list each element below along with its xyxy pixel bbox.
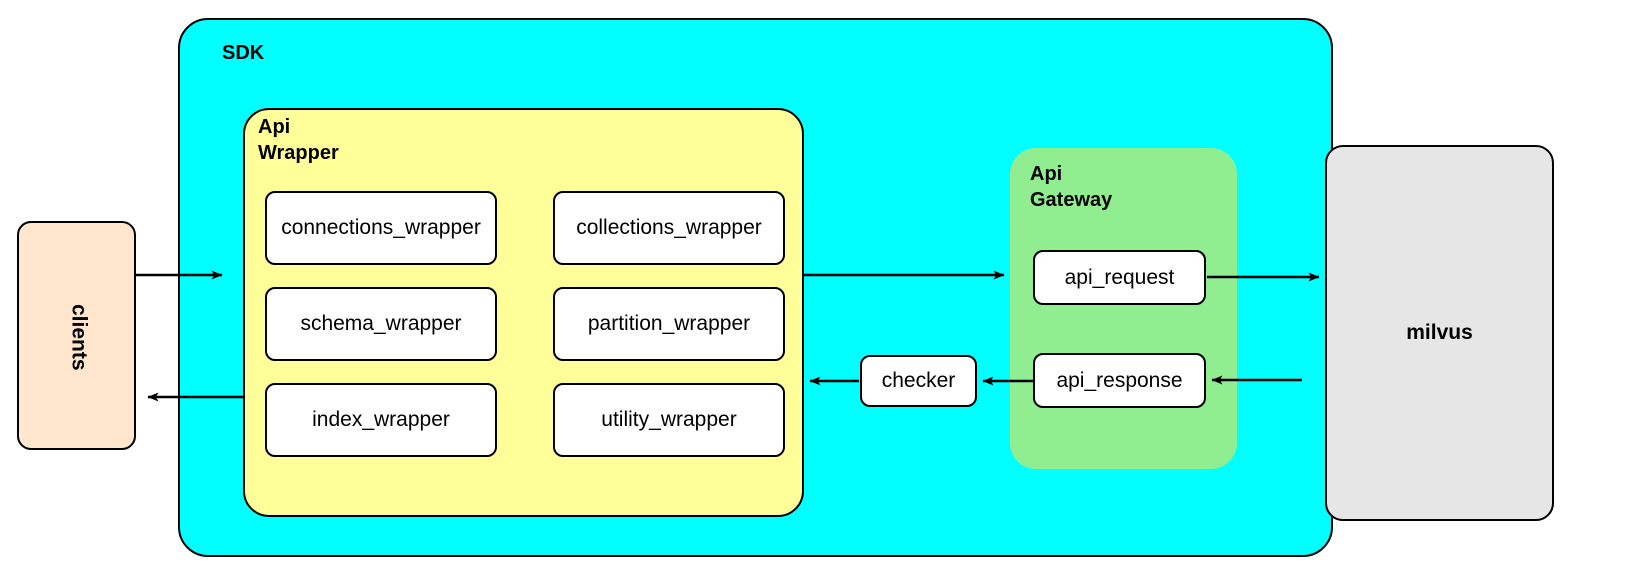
api-gateway-label: Api Gateway bbox=[1030, 163, 1113, 211]
connections-wrapper-node[interactable]: connections_wrapper bbox=[265, 191, 497, 265]
sdk-label: SDK bbox=[222, 42, 265, 64]
schema-wrapper-node[interactable]: schema_wrapper bbox=[265, 287, 497, 361]
clients-node[interactable]: clients bbox=[17, 221, 136, 450]
api-gateway-container[interactable] bbox=[1010, 148, 1237, 469]
checker-node[interactable]: checker bbox=[860, 355, 977, 407]
milvus-node[interactable]: milvus bbox=[1325, 145, 1554, 521]
index-wrapper-node[interactable]: index_wrapper bbox=[265, 383, 497, 457]
api-wrapper-label: Api Wrapper bbox=[258, 116, 339, 164]
api-request-node[interactable]: api_request bbox=[1033, 250, 1206, 305]
milvus-label: milvus bbox=[1406, 321, 1473, 344]
collections-wrapper-node[interactable]: collections_wrapper bbox=[553, 191, 785, 265]
clients-label: clients bbox=[67, 304, 91, 371]
partition-wrapper-node[interactable]: partition_wrapper bbox=[553, 287, 785, 361]
api-response-node[interactable]: api_response bbox=[1033, 353, 1206, 408]
utility-wrapper-node[interactable]: utility_wrapper bbox=[553, 383, 785, 457]
